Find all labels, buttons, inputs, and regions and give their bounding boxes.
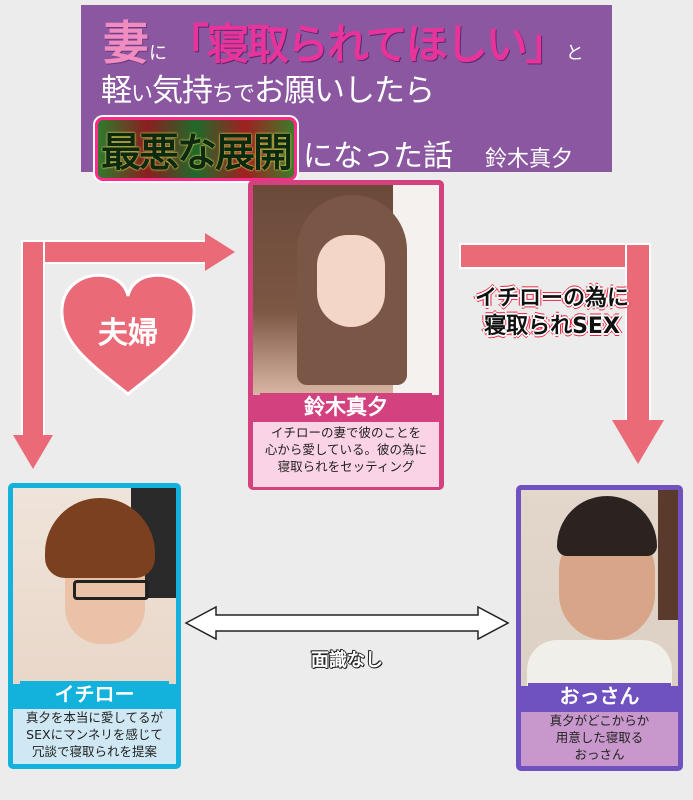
- title-worst-development: 最悪な展開: [95, 117, 297, 181]
- arrow-head-down-icon: [612, 420, 664, 464]
- character-description: 真夕がどこからか 用意した寝取る おっさん: [521, 712, 678, 766]
- heart-icon: 夫婦: [58, 272, 198, 397]
- character-card-mayu: 鈴木真夕 イチローの妻で彼のことを 心から愛している。彼の為に 寝取られをセッテ…: [248, 180, 444, 490]
- character-name: 鈴木真夕: [260, 393, 432, 421]
- character-card-ossan: おっさん 真夕がどこからか 用意した寝取る おっさん: [516, 485, 683, 771]
- double-arrow-icon: [184, 603, 510, 643]
- character-description: イチローの妻で彼のことを 心から愛している。彼の為に 寝取られをセッティング: [253, 422, 439, 487]
- arrow-head-right-icon: [205, 233, 235, 271]
- character-name: おっさん: [528, 683, 671, 710]
- arrow-head-down-icon: [13, 435, 53, 469]
- title-quote: 「寝取られてほしい」: [167, 20, 568, 69]
- title-author: 鈴木真夕: [485, 147, 574, 172]
- ntr-caption: イチローの為に 寝取られSEX: [474, 286, 629, 339]
- ossan-photo: [521, 490, 678, 686]
- character-description: 真夕を本当に愛してるが SEXにマンネリを感じて 冗談で寝取られを提案: [13, 709, 176, 764]
- ichiro-photo: [13, 488, 176, 684]
- title-line-1: 妻に「寝取られてほしい」と: [103, 16, 584, 70]
- character-name: イチロー: [20, 681, 169, 707]
- character-card-ichiro: イチロー 真夕を本当に愛してるが SEXにマンネリを感じて 冗談で寝取られを提案: [8, 483, 181, 769]
- no-acquaintance-label: 面識なし: [311, 650, 383, 671]
- title-banner: 妻に「寝取られてほしい」と 軽い気持ちでお願いしたら 最悪な展開になった話鈴木真…: [81, 5, 612, 181]
- title-wife: 妻: [103, 16, 149, 70]
- title-line-2: 軽い気持ちでお願いしたら: [101, 73, 435, 109]
- couple-label: 夫婦: [98, 316, 158, 351]
- mayu-photo: [253, 185, 439, 395]
- title-line-3: 最悪な展開になった話鈴木真夕: [95, 117, 573, 181]
